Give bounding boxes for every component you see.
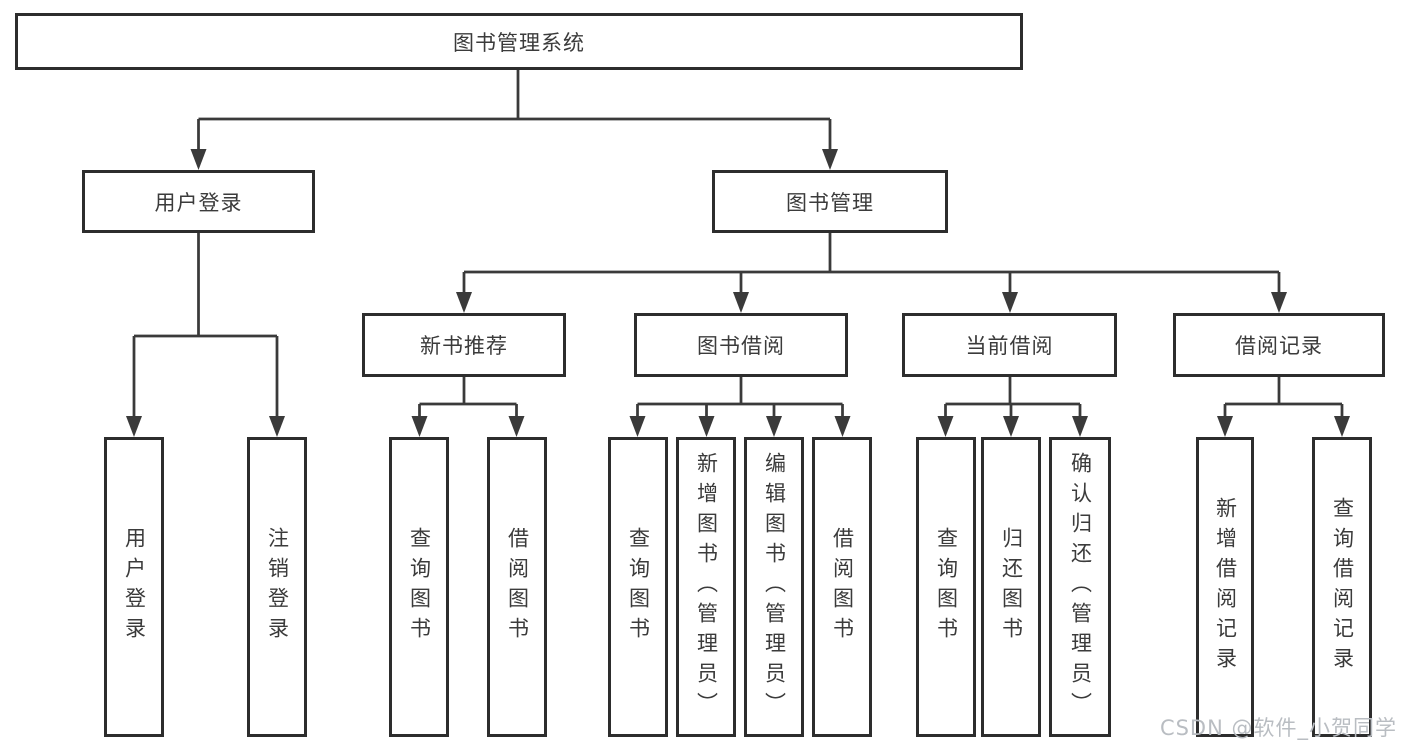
node-label: 图书借阅	[697, 334, 785, 358]
arrowheads	[126, 149, 1350, 437]
node-label: 用户登录	[154, 190, 243, 215]
leaf-add-books-admin: 新增图书（管理员）	[676, 437, 736, 737]
node-label: 图书管理系统	[453, 30, 585, 55]
node-label: 新增图书（管理员）	[694, 452, 719, 722]
node-label: 图书管理	[786, 190, 874, 215]
leaf-user-login: 用户登录	[104, 437, 164, 737]
node-label: 借阅记录	[1235, 334, 1323, 358]
csdn-watermark: CSDN @软件_小贺同学	[1159, 716, 1397, 740]
node-new-book-recommendation: 新书推荐	[362, 313, 566, 377]
node-label: 新增借阅记录	[1213, 497, 1238, 677]
node-current-borrowing: 当前借阅	[902, 313, 1117, 377]
leaf-query-borrow-record: 查询借阅记录	[1312, 437, 1372, 737]
leaf-edit-books-admin: 编辑图书（管理员）	[744, 437, 804, 737]
node-label: 查询借阅记录	[1330, 497, 1355, 677]
node-label: 借阅图书	[830, 527, 855, 647]
node-label: 查询图书	[626, 527, 651, 647]
node-label: 新书推荐	[420, 334, 508, 358]
node-label: 用户登录	[122, 527, 147, 647]
leaf-borrow-books-newbook: 借阅图书	[487, 437, 547, 737]
leaf-query-books-current: 查询图书	[916, 437, 976, 737]
node-label: 借阅图书	[505, 527, 530, 647]
node-label: 归还图书	[999, 527, 1024, 647]
leaf-borrow-books-borrowing: 借阅图书	[812, 437, 872, 737]
leaf-query-books-newbook: 查询图书	[389, 437, 449, 737]
node-label: 当前借阅	[965, 334, 1054, 358]
node-user-login: 用户登录	[82, 170, 315, 233]
leaf-query-books-borrowing: 查询图书	[608, 437, 668, 737]
node-book-management: 图书管理	[712, 170, 948, 233]
node-library-management-system: 图书管理系统	[15, 13, 1023, 70]
node-book-borrowing: 图书借阅	[634, 313, 848, 377]
node-label: 查询图书	[934, 527, 959, 647]
leaf-logout-login: 注销登录	[247, 437, 307, 737]
leaf-return-books: 归还图书	[981, 437, 1041, 737]
leaf-confirm-return-admin: 确认归还（管理员）	[1049, 437, 1111, 737]
node-borrowing-records: 借阅记录	[1173, 313, 1385, 377]
node-label: 编辑图书（管理员）	[762, 452, 787, 722]
node-label: 确认归还（管理员）	[1068, 452, 1093, 722]
node-label: 注销登录	[265, 527, 290, 647]
node-label: 查询图书	[407, 527, 432, 647]
leaf-add-borrow-record: 新增借阅记录	[1196, 437, 1254, 737]
